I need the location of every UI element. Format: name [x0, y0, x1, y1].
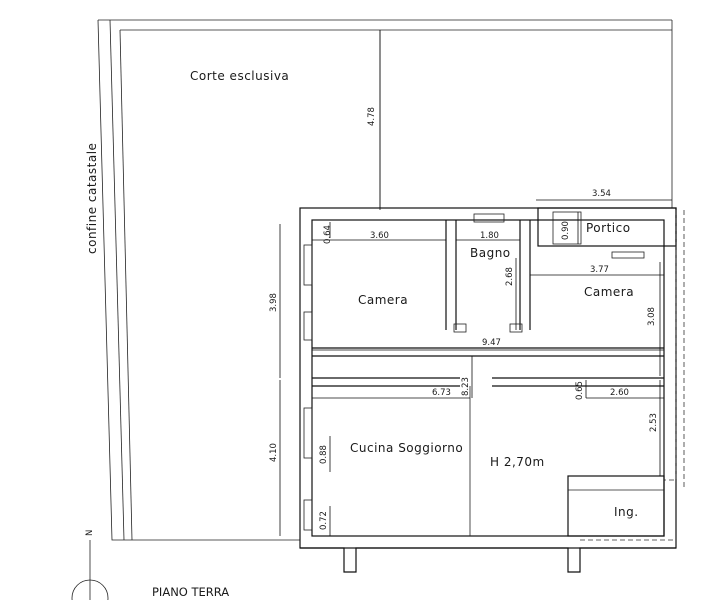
label-piano-terra: PIANO TERRA [152, 585, 229, 599]
cadastral-boundary [97, 19, 673, 541]
label-corte-esclusiva: Corte esclusiva [190, 69, 289, 83]
dim-3-08: 3.08 [647, 307, 657, 326]
label-north: N [85, 530, 95, 536]
dim-6-73: 6.73 [432, 388, 451, 398]
dim-0-90: 0.90 [561, 221, 571, 240]
label-portico: Portico [586, 221, 631, 235]
label-camera-right: Camera [584, 285, 634, 299]
dim-3-60: 3.60 [370, 231, 389, 241]
dim-2-53: 2.53 [649, 413, 659, 432]
building-walls [299, 30, 685, 573]
dim-3-77: 3.77 [590, 265, 609, 275]
label-bagno: Bagno [470, 246, 511, 260]
dim-9-47: 9.47 [482, 338, 501, 348]
dim-0-64: 0.64 [323, 225, 333, 244]
dim-1-80: 1.80 [480, 231, 499, 241]
dimension-lines [279, 30, 672, 536]
dim-0-88: 0.88 [319, 445, 329, 464]
dim-3-98: 3.98 [269, 293, 279, 312]
north-arrow [71, 540, 109, 600]
dim-2-68: 2.68 [505, 267, 515, 286]
dim-4-78: 4.78 [367, 107, 377, 126]
dim-8-23: 8.23 [461, 377, 471, 396]
label-confine-catastale: confine catastale [85, 143, 99, 254]
dim-3-54: 3.54 [592, 189, 611, 199]
dim-0-72: 0.72 [319, 511, 329, 530]
dim-0-65: 0.65 [575, 381, 585, 400]
label-room-height: H 2,70m [490, 455, 545, 469]
label-ingresso: Ing. [614, 505, 639, 519]
label-camera-left: Camera [358, 293, 408, 307]
label-cucina-soggiorno: Cucina Soggiorno [350, 441, 463, 455]
dim-2-60: 2.60 [610, 388, 629, 398]
dim-4-10: 4.10 [269, 443, 279, 462]
